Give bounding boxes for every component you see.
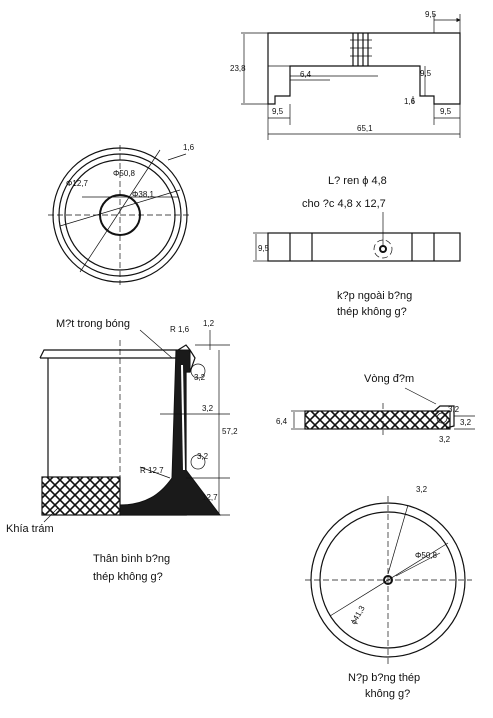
- dim-slot-95: 9,5: [420, 69, 432, 78]
- dim-t16: 1,6: [183, 143, 195, 152]
- dim-lid-64: 6,4: [276, 417, 288, 426]
- dim-d32b: 3,2: [202, 404, 214, 413]
- dim-top-right-95: 9,5: [425, 10, 437, 19]
- lid-section-view: Vòng đ?m 6,4 3,2 3,2 3,2: [276, 373, 475, 444]
- dim-right-foot-95: 9,5: [440, 107, 452, 116]
- dim-side-95: 9,5: [258, 244, 270, 253]
- dim-lid-32b: 3,2: [439, 435, 451, 444]
- clamp-top-view: 9,5 23,8 6,4 9,5 1,6 9,5 9,5 65,1: [230, 10, 461, 140]
- thread-note: L? ren ϕ 4,8: [328, 175, 387, 187]
- gasket-label: Vòng đ?m: [364, 373, 414, 385]
- lid-plan-view: 3,2 Φ50,8 ϕ41,3 N?p b?ng thép không g?: [305, 485, 472, 700]
- knurl-band: [41, 476, 121, 516]
- body-section-view: M?t trong bóng R 1,6 1,2 3,2 3,2 57,2 R …: [6, 318, 238, 583]
- dim-d572: 57,2: [222, 427, 238, 436]
- dim-d32c: 3,2: [197, 452, 209, 461]
- ring-plan-view: Φ12,7 Φ50,8 Φ38,1 1,6: [48, 143, 195, 285]
- dim-d32a: 3,2: [194, 373, 206, 382]
- clamp-caption-1: k?p ngoài b?ng: [337, 290, 412, 302]
- lid-knurl: [304, 410, 451, 430]
- clamp-section-marks: [350, 33, 372, 66]
- inner-face-label: M?t trong bóng: [56, 318, 130, 330]
- dim-lid-32: 3,2: [460, 418, 472, 427]
- slot-note: cho ?c 4,8 x 12,7: [302, 198, 386, 210]
- dim-step-16: 1,6: [404, 97, 416, 106]
- lid-caption-1: N?p b?ng thép: [348, 672, 420, 684]
- dim-r127: R 12,7: [140, 466, 164, 475]
- clamp-caption-2: thép không g?: [337, 306, 407, 318]
- dim-d127b: 12,7: [202, 493, 218, 502]
- dim-d12: 1,2: [203, 319, 215, 328]
- body-caption-2: thép không g?: [93, 571, 163, 583]
- dim-plan-32: 3,2: [416, 485, 428, 494]
- dim-d127: Φ12,7: [66, 179, 89, 188]
- dim-inner-64: 6,4: [300, 70, 312, 79]
- dim-left-foot-95: 9,5: [272, 107, 284, 116]
- dim-d381: Φ38,1: [132, 190, 155, 199]
- lid-caption-2: không g?: [365, 688, 410, 700]
- body-caption-1: Thân bình b?ng: [93, 553, 170, 565]
- dim-height-238: 23,8: [230, 64, 246, 73]
- dim-total-651: 65,1: [357, 124, 373, 133]
- clamp-side-view: L? ren ϕ 4,8 cho ?c 4,8 x 12,7 9,5 k?p n…: [253, 175, 461, 318]
- dim-plan-508: Φ50,8: [415, 551, 438, 560]
- dim-r16: R 1,6: [170, 325, 190, 334]
- knurl-label: Khía trám: [6, 523, 54, 535]
- dim-plan-413: ϕ41,3: [349, 604, 367, 626]
- dim-d508: Φ50,8: [113, 169, 136, 178]
- dim-lid-32c: 3,2: [448, 405, 460, 414]
